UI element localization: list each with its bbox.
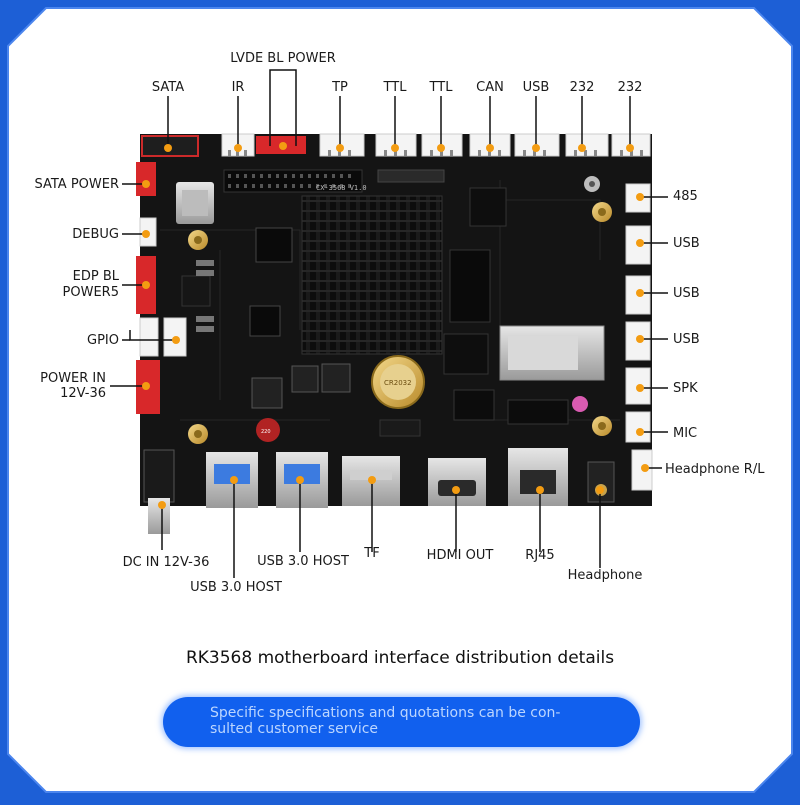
label-usb30-host-2: USB 3.0 HOST xyxy=(257,554,349,569)
heatsink xyxy=(301,195,443,355)
label-usb-top: USB xyxy=(522,80,550,95)
label-power-in-1: POWER IN xyxy=(40,371,106,386)
label-edp-bl-1: EDP BL xyxy=(72,269,119,284)
label-debug: DEBUG xyxy=(72,227,119,242)
label-usb-right-2: USB xyxy=(673,286,700,301)
label-ir: IR xyxy=(231,80,245,95)
notice-text: Specific specifications and quotations c… xyxy=(210,705,610,737)
label-usb30-host-1: USB 3.0 HOST xyxy=(190,580,282,595)
notice-line: Specific specifications and quotations c… xyxy=(210,705,561,737)
caption-title: RK3568 motherboard interface distributio… xyxy=(185,648,615,668)
label-can: CAN xyxy=(476,80,504,95)
position-markers xyxy=(142,142,649,509)
customer-service-banner[interactable]: Specific specifications and quotations c… xyxy=(163,697,640,747)
label-edp-bl-2: POWER5 xyxy=(62,285,119,300)
dc-jack xyxy=(143,449,175,503)
label-gpio: GPIO xyxy=(87,333,119,348)
label-mic: MIC xyxy=(673,426,698,441)
sata-power-connector xyxy=(136,162,156,196)
label-rj45: RJ45 xyxy=(525,548,555,563)
label-tp: TP xyxy=(332,80,348,95)
label-sata-power: SATA POWER xyxy=(34,177,119,192)
label-usb-right-3: USB xyxy=(673,332,700,347)
label-232-2: 232 xyxy=(617,80,643,95)
fpc-connector xyxy=(377,169,445,183)
svg-text:220: 220 xyxy=(261,429,271,435)
label-headphone: Headphone xyxy=(567,568,643,583)
label-485: 485 xyxy=(673,189,698,204)
rj45-port xyxy=(508,448,568,506)
svg-text:CR2032: CR2032 xyxy=(384,379,412,387)
label-lvde-bl-power: LVDE BL POWER xyxy=(230,51,336,66)
label-hdmi-out: HDMI OUT xyxy=(426,548,494,563)
label-tf: TF xyxy=(364,546,380,561)
label-ttl-1: TTL xyxy=(383,80,407,95)
label-spk: SPK xyxy=(673,381,698,396)
leader-lines xyxy=(110,69,668,578)
hdmi-port xyxy=(428,458,486,506)
gpio-connector-1 xyxy=(139,317,159,357)
label-ttl-2: TTL xyxy=(429,80,453,95)
model-silkscreen: CX-3568 V1.0 xyxy=(316,184,367,192)
label-usb-right-1: USB xyxy=(673,236,700,251)
label-headphone-rl: Headphone R/L xyxy=(665,462,765,477)
label-power-in-2: 12V-36 xyxy=(60,386,106,401)
lvds-header xyxy=(223,169,363,193)
label-sata: SATA xyxy=(151,80,185,95)
label-232-1: 232 xyxy=(569,80,595,95)
headphone-jack xyxy=(587,461,615,503)
top-connectors xyxy=(221,133,651,157)
label-dc-in: DC IN 12V-36 xyxy=(122,555,210,570)
panel-border xyxy=(7,7,793,793)
pcb-board: CX-3568 V1.0 xyxy=(136,133,653,534)
